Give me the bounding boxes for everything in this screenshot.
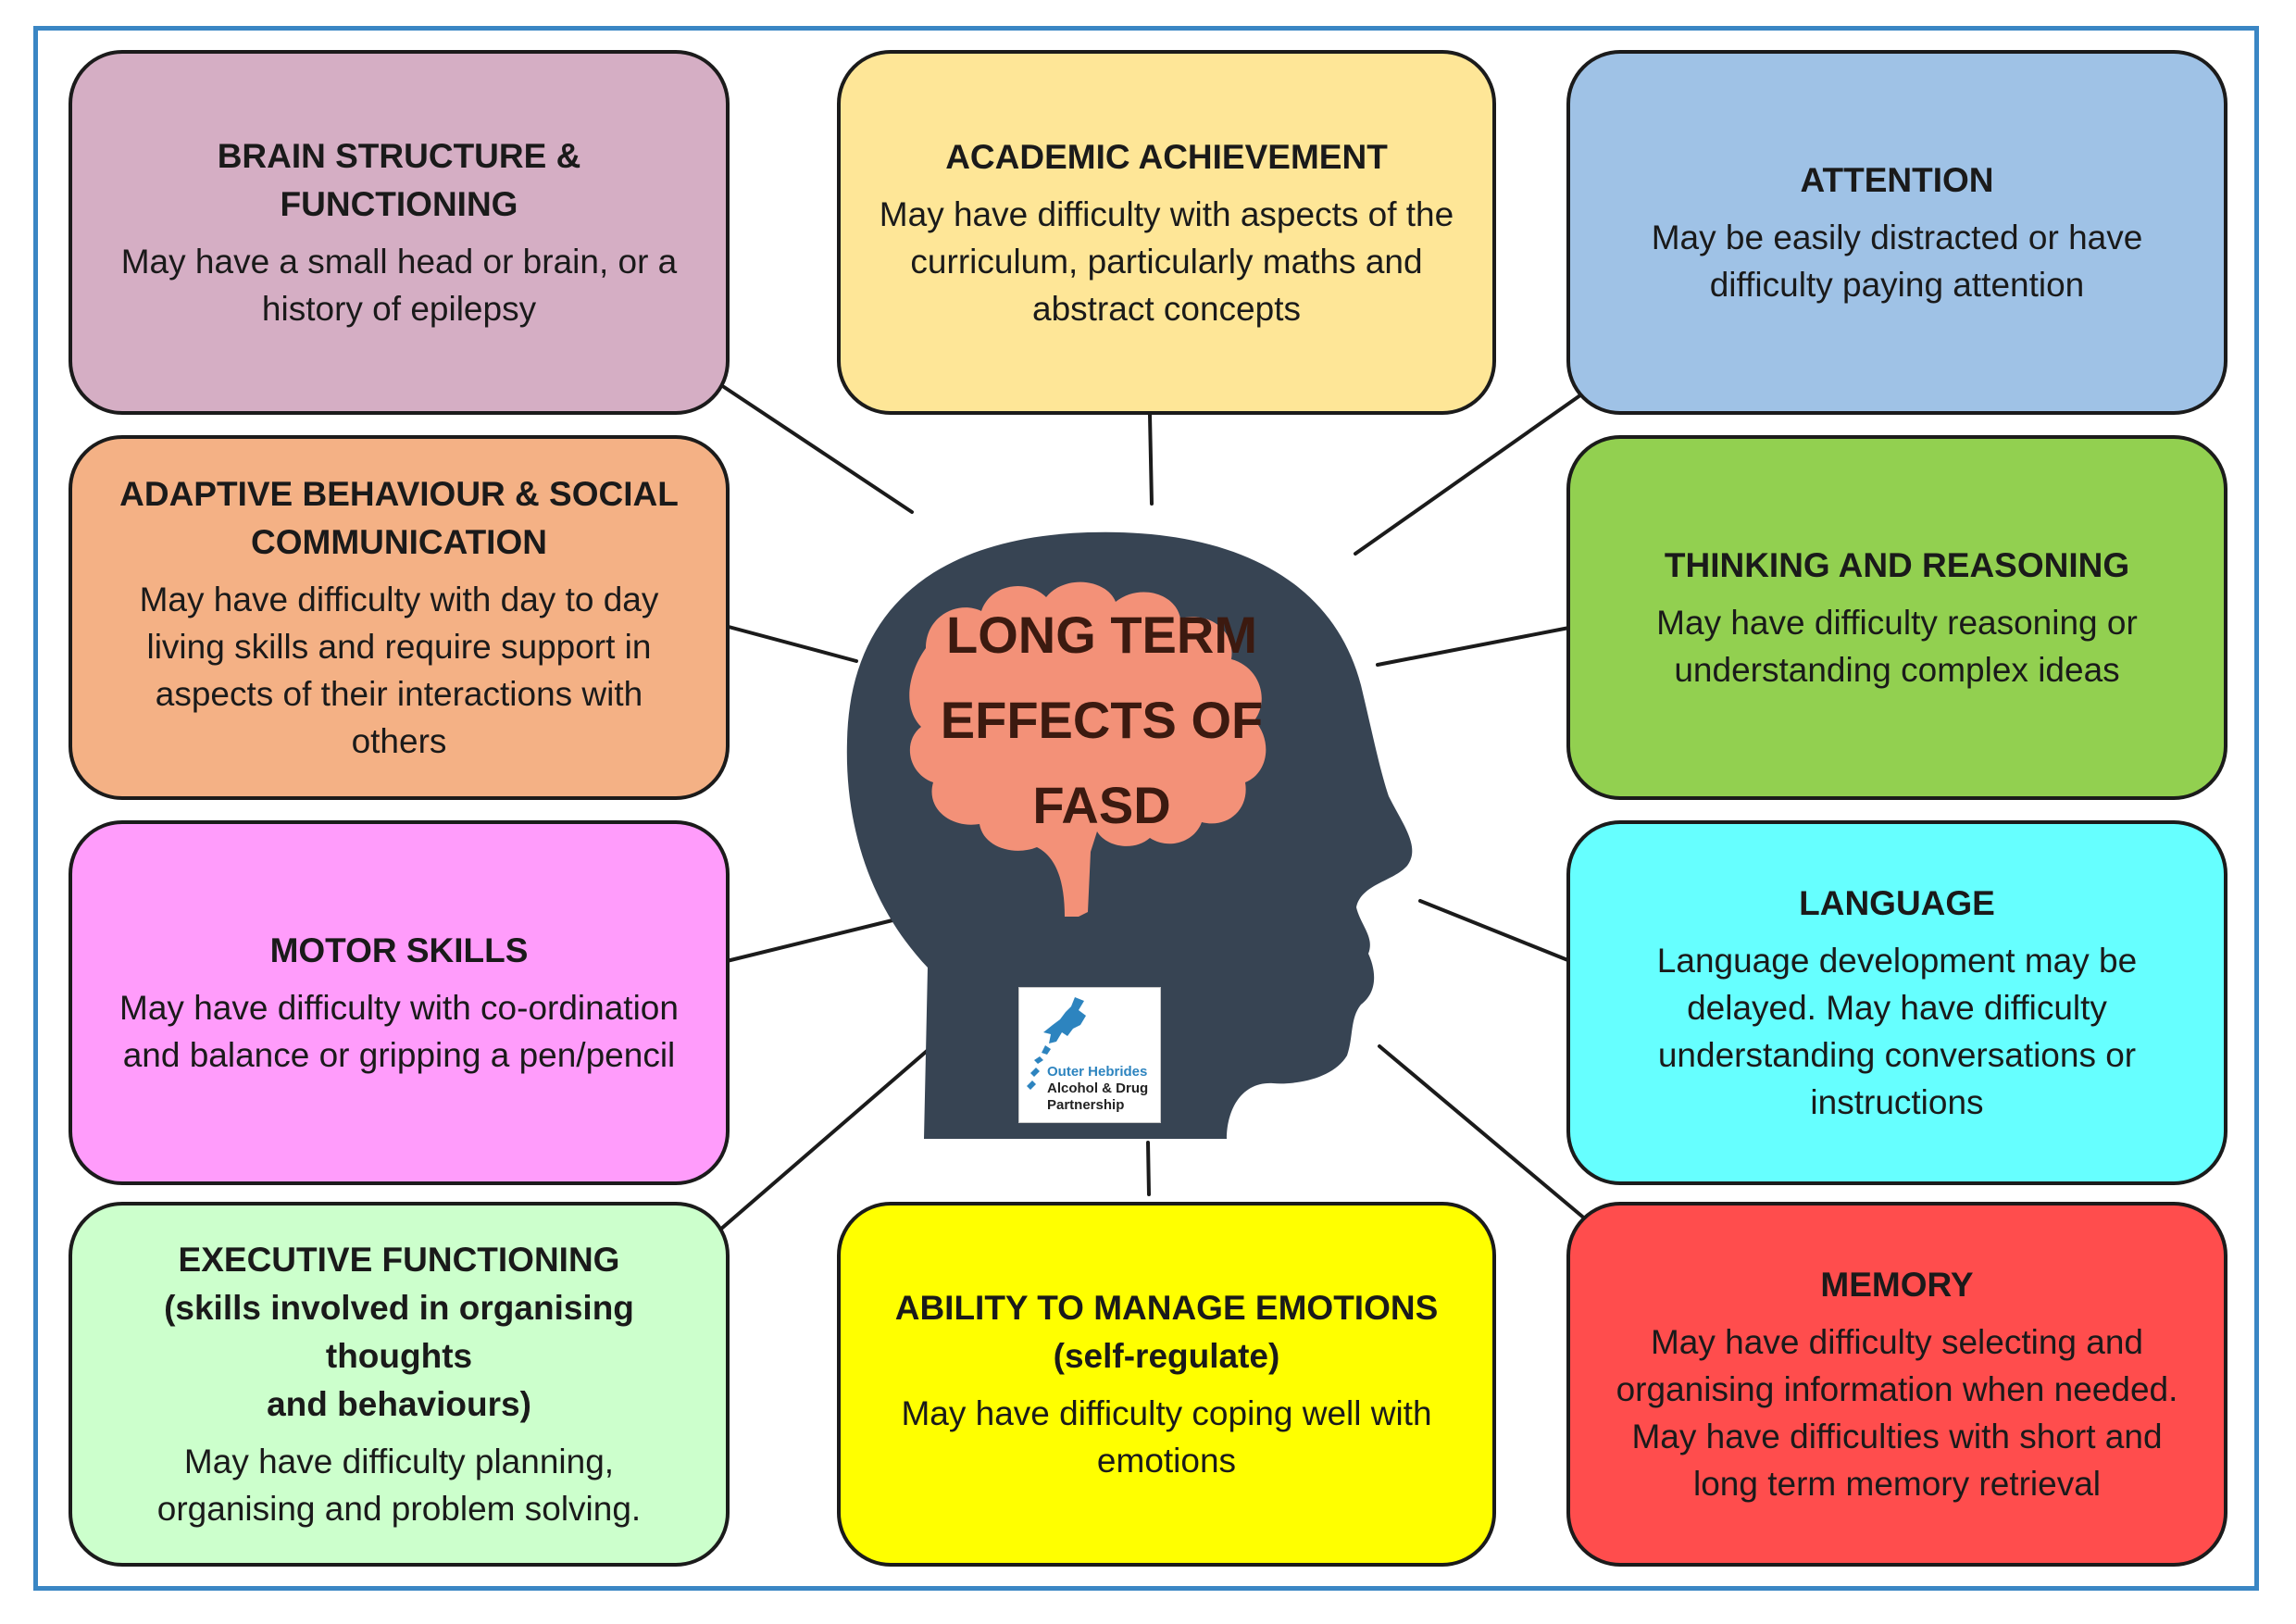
- box-description: May have difficulty with aspects of the …: [879, 194, 1454, 328]
- box-title: ATTENTION: [1800, 161, 1994, 199]
- brain-icon: [909, 581, 1267, 917]
- connector-brain: [722, 385, 914, 514]
- box-title: ABILITY TO MANAGE EMOTIONS (self-regulat…: [894, 1289, 1439, 1375]
- islands-logo-icon: [1027, 997, 1086, 1090]
- box-thinking-reasoning: THINKING AND REASONING May have difficul…: [1566, 435, 2227, 800]
- box-motor-skills: MOTOR SKILLS May have difficulty with co…: [69, 820, 730, 1185]
- connector-adaptive: [727, 625, 858, 663]
- box-description: May have difficulty with day to day livi…: [139, 581, 659, 760]
- box-description: May have difficulty with co-ordination a…: [119, 989, 679, 1074]
- box-description: May have difficulty coping well with emo…: [901, 1394, 1432, 1480]
- box-language: LANGUAGE Language development may be del…: [1566, 820, 2227, 1185]
- box-title: BRAIN STRUCTURE & FUNCTIONING: [217, 137, 581, 223]
- box-brain-structure: BRAIN STRUCTURE & FUNCTIONING May have a…: [69, 50, 730, 415]
- box-manage-emotions: ABILITY TO MANAGE EMOTIONS (self-regulat…: [837, 1202, 1496, 1567]
- connector-academic: [1148, 413, 1154, 506]
- connector-memory: [1378, 1044, 1589, 1222]
- box-adaptive-behaviour: ADAPTIVE BEHAVIOUR & SOCIAL COMMUNICATIO…: [69, 435, 730, 800]
- box-description: May have difficulty selecting and organi…: [1616, 1323, 2178, 1503]
- connector-emotions: [1146, 1141, 1151, 1196]
- box-title: ACADEMIC ACHIEVEMENT: [945, 137, 1388, 176]
- box-description: May have difficulty reasoning or underst…: [1656, 604, 2138, 689]
- box-title: MOTOR SKILLS: [269, 931, 529, 969]
- connector-language: [1418, 899, 1572, 963]
- connector-motor: [725, 918, 898, 963]
- box-description: Language development may be delayed. May…: [1656, 942, 2138, 1121]
- center-title: LONG TERM EFFECTS OF FASD: [940, 606, 1264, 834]
- box-title: LANGUAGE: [1799, 884, 1995, 922]
- adp-logo: Outer Hebrides Alcohol & Drug Partnershi…: [1018, 987, 1161, 1123]
- box-attention: ATTENTION May be easily distracted or ha…: [1566, 50, 2227, 415]
- logo-text-line2: Alcohol & Drug: [1047, 1081, 1149, 1096]
- connector-attention: [1354, 389, 1589, 556]
- box-description: May have a small head or brain, or a his…: [120, 243, 678, 328]
- connector-executive: [718, 1044, 934, 1231]
- box-title: THINKING AND REASONING: [1664, 546, 2130, 584]
- box-memory: MEMORY May have difficulty selecting and…: [1566, 1202, 2227, 1567]
- connector-thinking: [1376, 625, 1576, 667]
- box-executive-functioning: EXECUTIVE FUNCTIONING (skills involved i…: [69, 1202, 730, 1567]
- box-description: May have difficulty planning, organising…: [156, 1443, 642, 1528]
- logo-text-line1: Outer Hebrides: [1047, 1064, 1148, 1080]
- box-description: May be easily distracted or have difficu…: [1651, 219, 2143, 304]
- outer-frame: [33, 26, 2259, 1591]
- logo-text-line3: Partnership: [1047, 1097, 1125, 1113]
- box-title: EXECUTIVE FUNCTIONING (skills involved i…: [164, 1241, 634, 1423]
- box-title: MEMORY: [1820, 1266, 1974, 1304]
- box-academic-achievement: ACADEMIC ACHIEVEMENT May have difficulty…: [837, 50, 1496, 415]
- box-title: ADAPTIVE BEHAVIOUR & SOCIAL COMMUNICATIO…: [119, 475, 679, 561]
